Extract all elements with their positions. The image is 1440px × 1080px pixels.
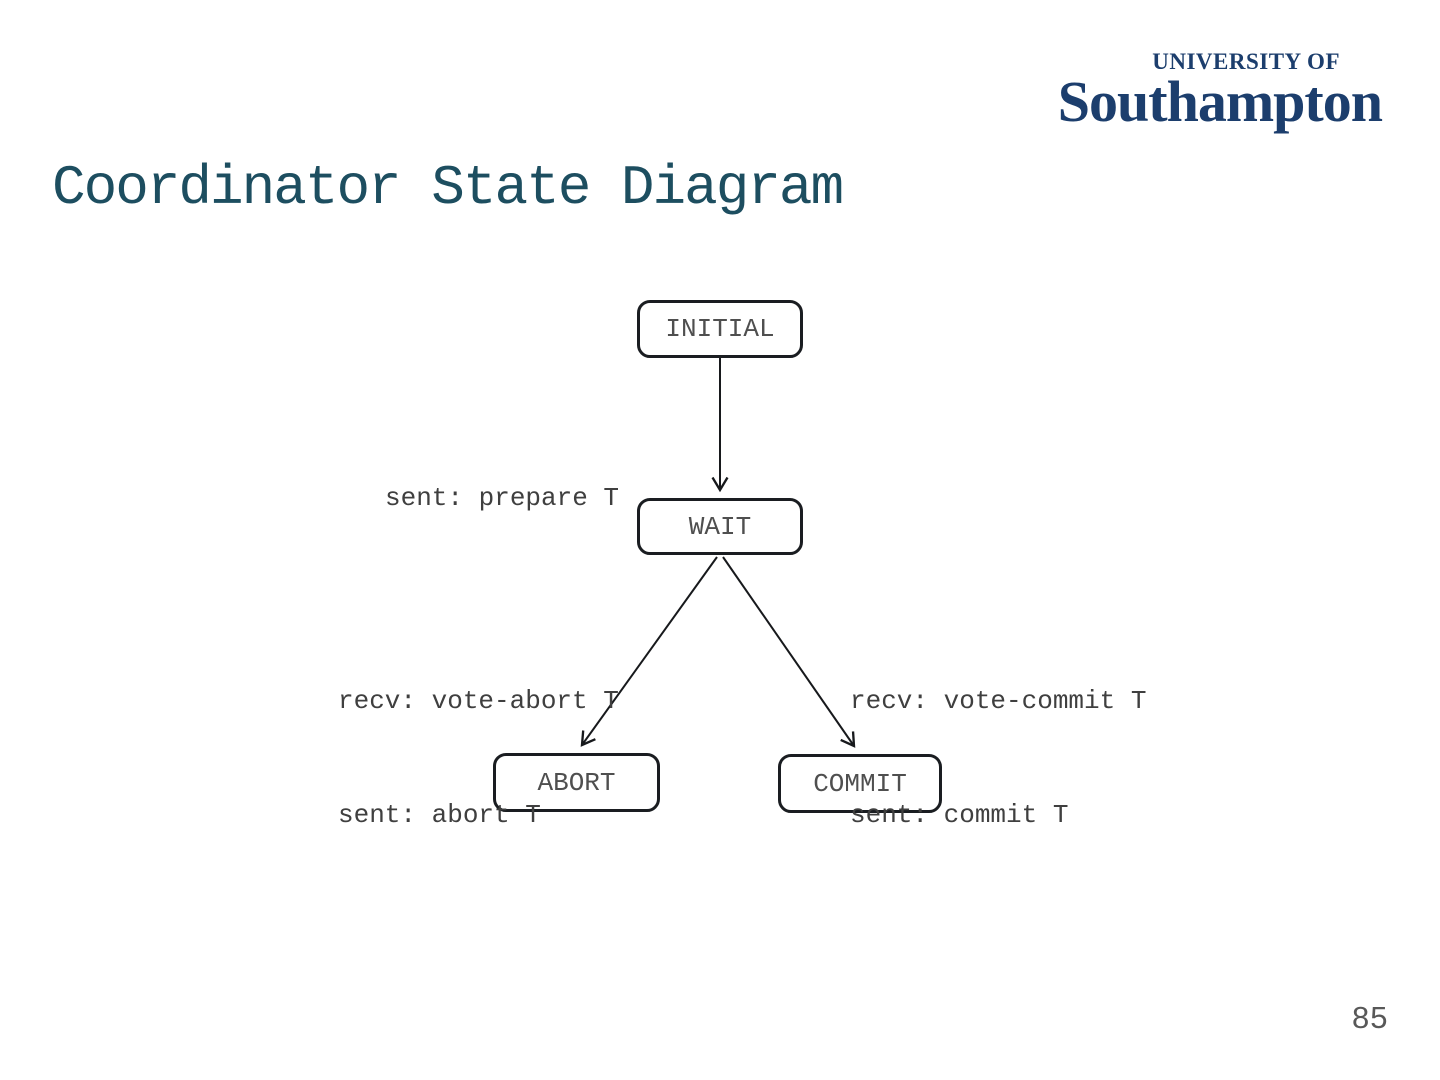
logo-university-of-text: UNIVERSITY OF — [1152, 49, 1340, 74]
slide-title: Coordinator State Diagram — [52, 156, 844, 220]
transition-label-line: recv: vote-commit T — [850, 686, 1147, 716]
transition-label-line: recv: vote-abort T — [338, 686, 619, 716]
state-commit-label: COMMIT — [813, 768, 907, 799]
transition-label-wait-to-commit: recv: vote-commit T sent: commit T — [850, 606, 1146, 910]
transition-label-initial-to-wait: sent: prepare T — [385, 403, 619, 593]
logo-southampton-text: Southampton — [1057, 69, 1383, 134]
state-initial-label: INITIAL — [665, 314, 775, 344]
university-of-southampton-logo: UNIVERSITY OF Southampton — [1057, 49, 1383, 134]
state-commit: COMMIT — [778, 754, 942, 813]
state-abort-label: ABORT — [537, 767, 616, 798]
state-initial: INITIAL — [637, 300, 803, 358]
page-number: 85 — [1352, 1000, 1389, 1035]
arrow-wait-to-commit — [722, 556, 856, 748]
transition-label-wait-to-abort: recv: vote-abort T sent: abort T — [338, 606, 619, 910]
state-wait-label: WAIT — [688, 511, 752, 542]
transition-label-line: sent: prepare T — [385, 483, 620, 513]
transition-label-line: sent: commit T — [850, 800, 1069, 830]
transition-label-line: sent: abort T — [338, 800, 541, 830]
state-wait: WAIT — [637, 498, 803, 555]
state-abort: ABORT — [493, 753, 660, 812]
